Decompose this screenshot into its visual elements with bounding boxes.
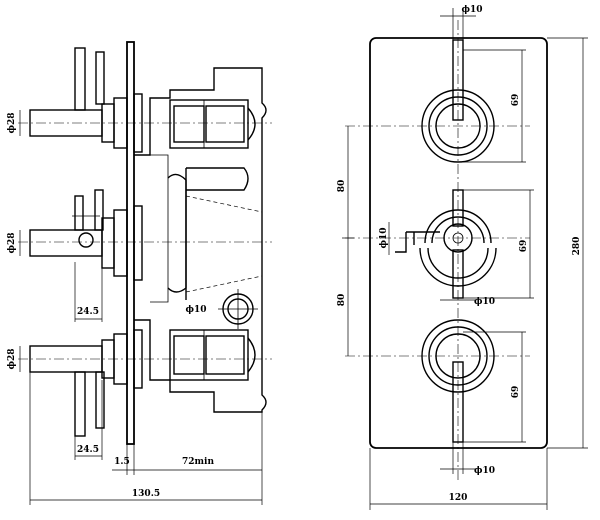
label-handle-middle: 69 bbox=[519, 240, 529, 253]
diverter-cone bbox=[167, 167, 263, 300]
label-offset-lower: 24.5 bbox=[77, 445, 99, 455]
label-spindle-bottom: ϕ10 bbox=[474, 466, 495, 476]
body-inner-wall bbox=[150, 154, 169, 303]
valve-body-outline bbox=[134, 67, 267, 413]
label-spindle-top: ϕ10 bbox=[462, 5, 483, 15]
upper-cartridge bbox=[169, 99, 256, 149]
label-plate: 1.5 bbox=[114, 457, 130, 467]
label-phi-lower: ϕ28 bbox=[7, 349, 17, 370]
label-phi-upper: ϕ28 bbox=[7, 113, 17, 134]
lower-handle bbox=[29, 329, 143, 437]
label-phi-middle: ϕ28 bbox=[7, 233, 17, 254]
upper-handle bbox=[29, 47, 143, 153]
label-handle-lower: 69 bbox=[511, 386, 521, 399]
side-view: ϕ28 ϕ28 ϕ28 24.5 24.5 1.5 72min 130.5 ϕ1… bbox=[7, 41, 272, 505]
label-overall: 130.5 bbox=[132, 489, 160, 499]
middle-handle bbox=[29, 189, 143, 281]
label-spindle-mid: ϕ10 bbox=[474, 297, 495, 307]
label-offset-middle: 24.5 bbox=[77, 307, 99, 317]
front-handle-middle bbox=[395, 189, 497, 299]
label-depth-min: 72min bbox=[182, 457, 214, 467]
label-handle-upper: 69 bbox=[511, 94, 521, 107]
label-spacing-upper: 80 bbox=[337, 180, 347, 193]
lower-cartridge bbox=[169, 329, 256, 381]
front-view: ϕ10 ϕ10 ϕ10 ϕ10 80 80 69 69 69 280 120 bbox=[337, 5, 588, 510]
label-width: 120 bbox=[449, 493, 468, 503]
label-spacing-lower: 80 bbox=[337, 294, 347, 307]
wall-plate bbox=[126, 41, 135, 445]
label-inner-pipe: ϕ10 bbox=[186, 305, 207, 315]
face-plate bbox=[369, 37, 548, 449]
outlet-pipe bbox=[218, 289, 258, 329]
label-height: 280 bbox=[572, 237, 582, 256]
label-stem-left: ϕ10 bbox=[379, 228, 389, 249]
